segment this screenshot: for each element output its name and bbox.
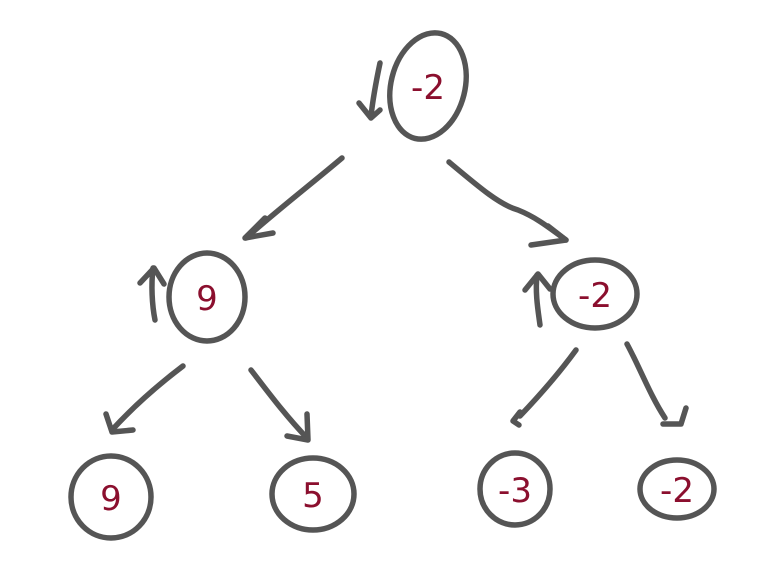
propagation-arrow-up-left <box>137 265 167 323</box>
node-value: 5 <box>302 476 324 516</box>
tree-node-left: 9 <box>166 250 248 344</box>
propagation-line <box>533 272 543 328</box>
node-value: -2 <box>660 471 694 511</box>
arrow-head-icon <box>660 405 689 427</box>
node-value: -2 <box>578 276 612 316</box>
arrow-head-icon <box>528 223 569 248</box>
edge-right-to-right-left <box>510 347 579 428</box>
node-value: -2 <box>411 68 445 108</box>
edge-right-to-right-right <box>624 341 689 427</box>
node-circle <box>68 453 154 541</box>
arrow-head-icon <box>242 215 276 241</box>
edge-left-to-left-left <box>103 363 186 435</box>
edge-line <box>109 363 186 433</box>
propagation-arrow-up-right <box>522 271 553 328</box>
edge-line <box>248 367 310 441</box>
tree-node-left-right: 5 <box>269 455 357 533</box>
arrow-head-icon <box>103 411 136 435</box>
node-circle <box>477 450 553 528</box>
nodes-layer: -2 9 -2 9 5 -3 -2 <box>68 30 717 541</box>
propagation-line <box>368 60 383 119</box>
node-value: -3 <box>498 471 532 511</box>
tree-node-right: -2 <box>550 257 640 331</box>
arrow-down-icon <box>356 100 383 121</box>
arrow-up-icon <box>522 271 553 293</box>
propagation-arrows-layer <box>137 60 553 328</box>
arrow-up-icon <box>137 265 167 287</box>
tree-node-root: -2 <box>387 30 469 142</box>
node-circle <box>269 455 357 533</box>
edges-layer <box>103 155 689 443</box>
arrow-head-icon <box>284 411 311 443</box>
propagation-line <box>149 265 158 323</box>
edge-root-to-left <box>242 155 345 241</box>
node-circle <box>550 257 640 331</box>
edge-line <box>517 347 579 419</box>
edge-left-to-left-right <box>248 367 311 443</box>
node-circle <box>637 457 717 521</box>
node-value: 9 <box>100 479 122 519</box>
arrow-head-icon <box>510 409 523 428</box>
propagation-arrow-down-root <box>356 60 383 121</box>
edge-line <box>624 341 668 421</box>
edge-root-to-right <box>446 159 569 248</box>
tree-node-right-left: -3 <box>477 450 553 528</box>
node-circle <box>387 30 469 142</box>
node-value: 9 <box>196 279 218 319</box>
node-circle <box>166 250 248 344</box>
tree-node-left-left: 9 <box>68 453 154 541</box>
tree-node-right-right: -2 <box>637 457 717 521</box>
